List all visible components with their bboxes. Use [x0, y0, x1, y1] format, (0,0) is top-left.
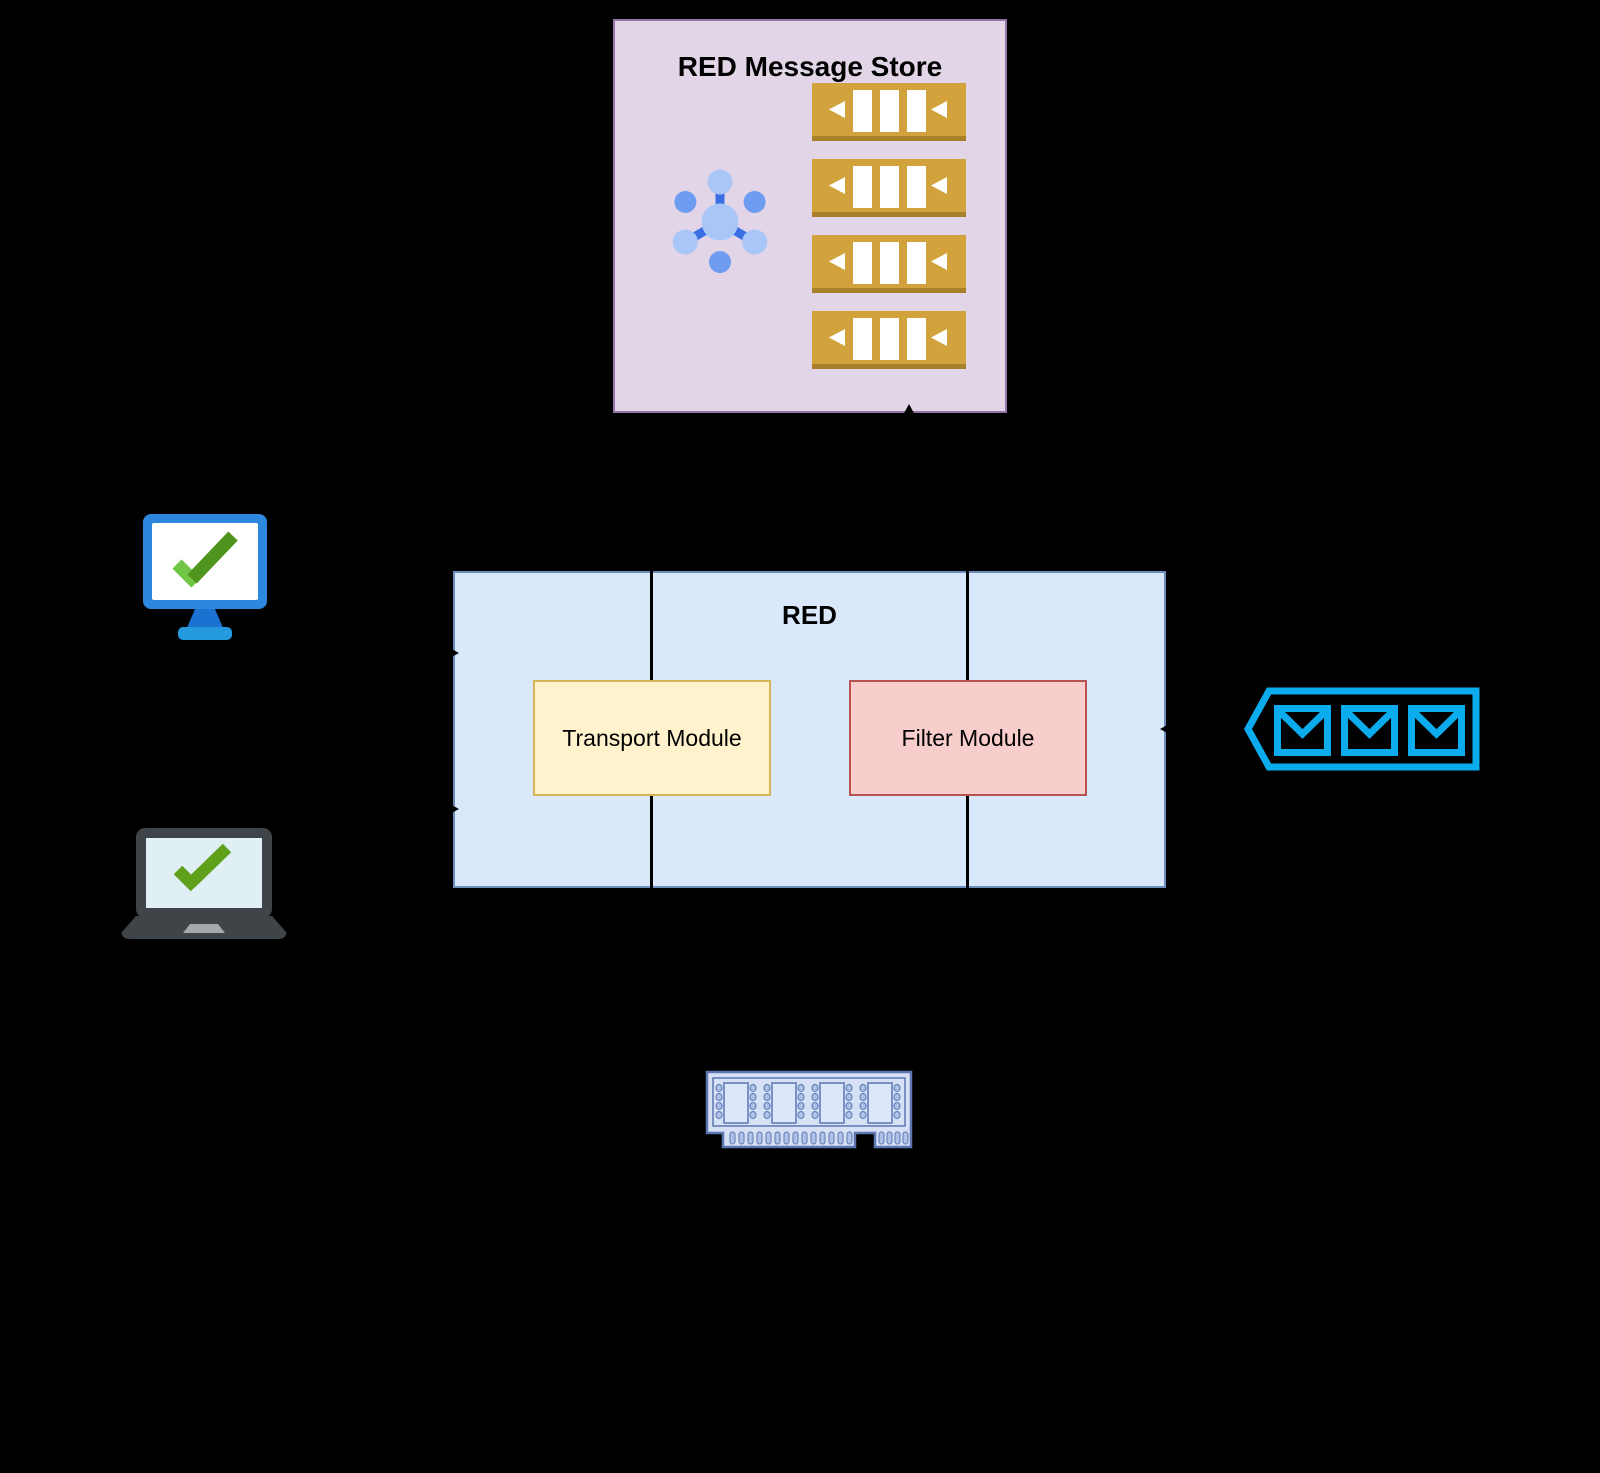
envelope-icon: [1408, 705, 1465, 756]
arrowhead-tick: [1160, 723, 1171, 735]
transport-module-box: Transport Module: [533, 680, 771, 796]
envelope-icon: [1274, 705, 1331, 756]
ram-chip-pins: [715, 1084, 901, 1119]
message-store-box: RED Message Store: [613, 19, 1007, 413]
arrowhead-tick: [448, 647, 459, 659]
queue-icon: [812, 159, 966, 217]
filter-module-label: Filter Module: [901, 724, 1035, 751]
red-engine-title: RED: [782, 600, 837, 630]
network-hub-icon: [662, 160, 778, 280]
queue-list: [812, 83, 966, 369]
connector-line: [650, 796, 653, 1042]
arrowhead-tick: [448, 803, 459, 815]
filter-module-box: Filter Module: [849, 680, 1087, 796]
envelope-icon: [1341, 705, 1398, 756]
queue-icon: [812, 83, 966, 141]
connector-line: [650, 416, 653, 681]
mail-arrow-icon: [1243, 687, 1483, 771]
laptop-check-icon: [121, 828, 287, 945]
ram-contact-pins: [729, 1131, 909, 1145]
monitor-check-icon: [139, 512, 271, 640]
queue-icon: [812, 311, 966, 369]
arrowhead-tick: [903, 404, 915, 415]
envelope-row: [1274, 705, 1465, 756]
transport-module-label: Transport Module: [562, 724, 742, 751]
connector-line: [966, 416, 969, 680]
message-store-title: RED Message Store: [677, 51, 943, 82]
ram-memory-icon: [705, 1070, 913, 1150]
queue-icon: [812, 235, 966, 293]
connector-line: [966, 796, 969, 1042]
